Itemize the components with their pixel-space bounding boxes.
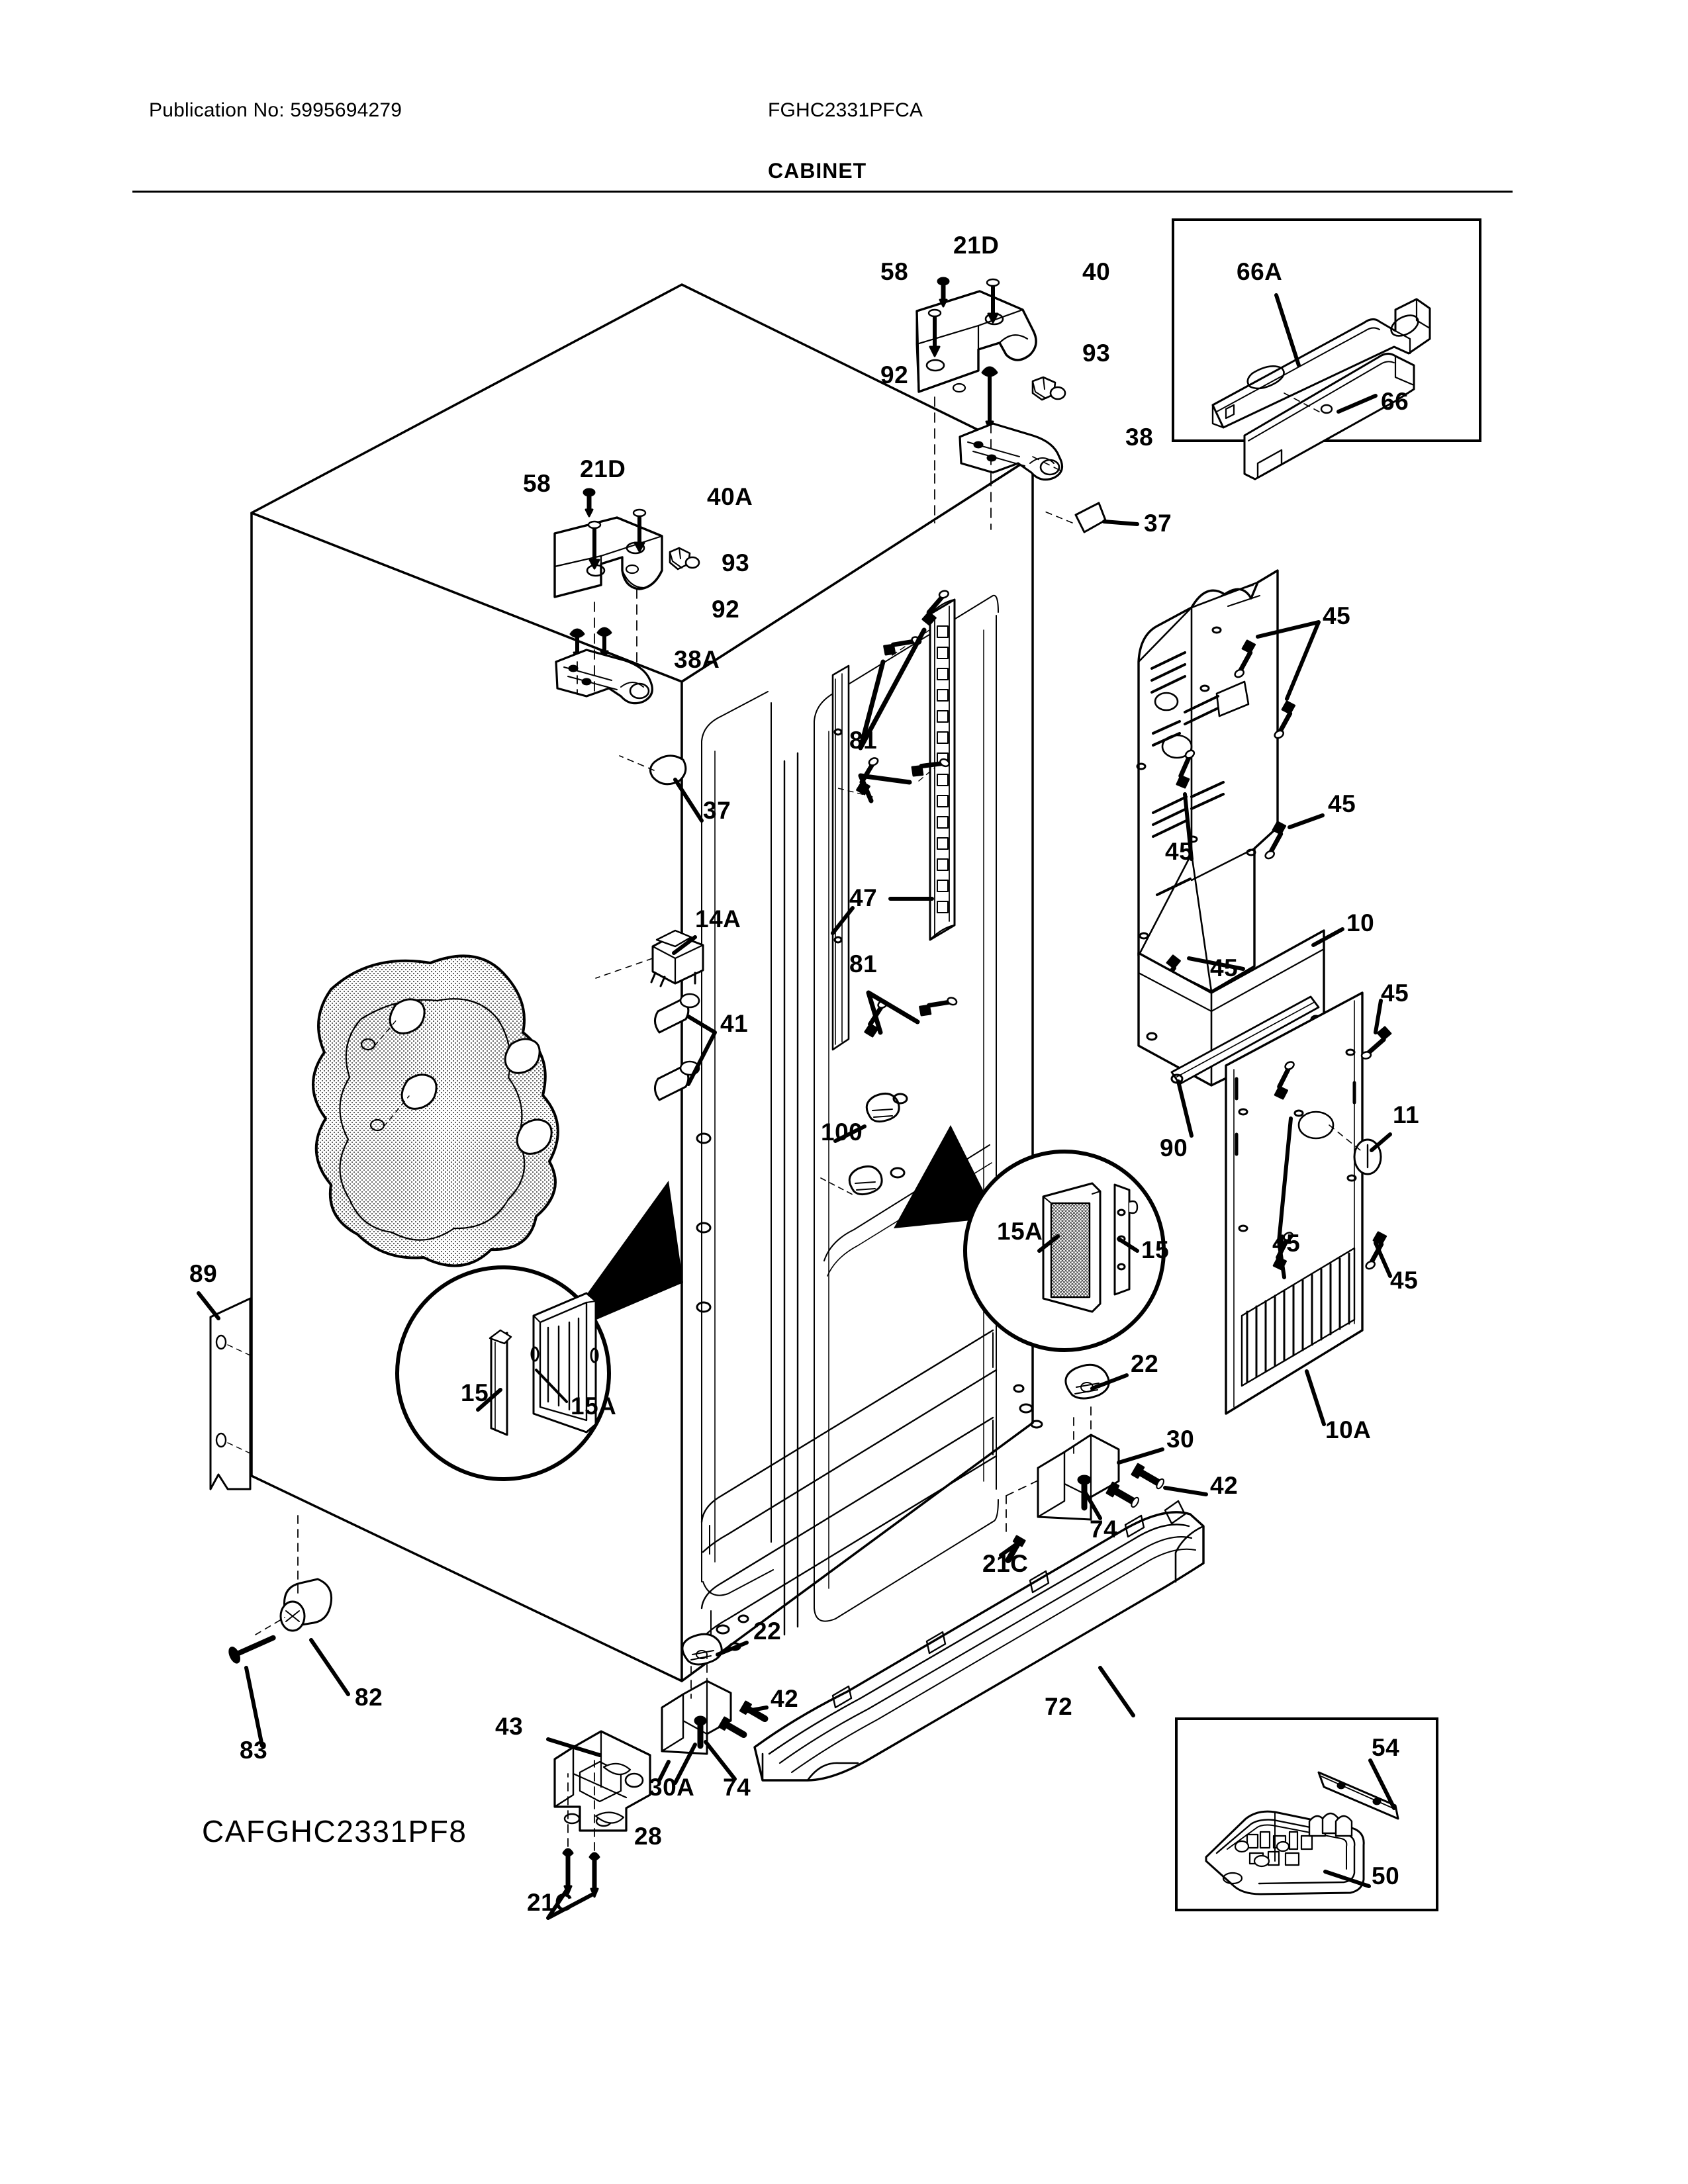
model-number: FGHC2331PFCA: [768, 99, 923, 121]
callout-74-bottom: 74: [723, 1774, 751, 1801]
callout-45-d: 45: [1210, 954, 1239, 981]
callout-15-right: 15: [1141, 1236, 1170, 1263]
page-title: CABINET: [768, 159, 867, 183]
callout-42-bottom: 42: [771, 1685, 799, 1712]
callout-58-top: 58: [880, 258, 909, 285]
callout-90: 90: [1160, 1134, 1188, 1161]
callout-81-b: 81: [849, 950, 878, 978]
header-divider: [132, 191, 1513, 193]
callout-92-left: 92: [712, 596, 740, 623]
callout-81-a: 81: [849, 727, 878, 754]
callout-10: 10: [1346, 909, 1375, 936]
model-code-label: CAFGHC2331PF8: [202, 1814, 467, 1848]
callout-38: 38: [1125, 424, 1154, 451]
callout-92-top: 92: [880, 361, 909, 388]
callout-37-top: 37: [1144, 510, 1172, 537]
callout-43: 43: [495, 1713, 524, 1740]
callout-45-e: 45: [1381, 979, 1409, 1007]
callout-40: 40: [1082, 258, 1111, 285]
callout-15a-left: 15A: [571, 1392, 617, 1420]
callout-93-left: 93: [722, 549, 750, 576]
callout-72: 72: [1045, 1693, 1073, 1720]
callout-45-b: 45: [1328, 790, 1356, 817]
callout-21c-bottom: 21C: [527, 1889, 573, 1916]
callout-50: 50: [1372, 1862, 1400, 1889]
callout-45-f: 45: [1272, 1230, 1301, 1257]
callout-30: 30: [1166, 1426, 1195, 1453]
callout-22-bottom: 22: [753, 1617, 782, 1645]
callout-45-a: 45: [1323, 602, 1351, 629]
callout-66a: 66A: [1237, 258, 1283, 285]
callout-54: 54: [1372, 1734, 1400, 1761]
callout-47: 47: [849, 884, 878, 911]
callout-11: 11: [1393, 1101, 1420, 1128]
callout-15a-right: 15A: [997, 1218, 1043, 1245]
callout-89: 89: [189, 1260, 218, 1287]
callout-28: 28: [634, 1823, 663, 1850]
callout-66: 66: [1381, 388, 1409, 415]
callout-21d-left: 21D: [580, 455, 626, 482]
callout-21d-top: 21D: [953, 232, 1000, 259]
callout-38a: 38A: [674, 646, 720, 673]
callout-15-left: 15: [461, 1379, 489, 1406]
callout-93-top: 93: [1082, 340, 1111, 367]
callout-45-c: 45: [1165, 838, 1194, 865]
callout-37-left: 37: [703, 797, 731, 824]
callout-21c-right: 21C: [982, 1550, 1029, 1577]
callout-40a: 40A: [707, 483, 753, 510]
callout-74-right: 74: [1090, 1516, 1118, 1543]
callout-45-g: 45: [1390, 1267, 1419, 1294]
callout-30a: 30A: [649, 1774, 695, 1801]
callout-14a: 14A: [695, 905, 741, 933]
publication-number: Publication No: 5995694279: [149, 99, 402, 121]
callout-58-left: 58: [523, 470, 551, 497]
callout-41: 41: [720, 1010, 749, 1037]
callout-22-right: 22: [1131, 1350, 1159, 1377]
callout-100: 100: [821, 1118, 863, 1146]
callout-83: 83: [240, 1737, 268, 1764]
callout-42-right: 42: [1210, 1472, 1239, 1499]
callout-10a: 10A: [1325, 1416, 1372, 1443]
callout-82: 82: [355, 1684, 383, 1711]
